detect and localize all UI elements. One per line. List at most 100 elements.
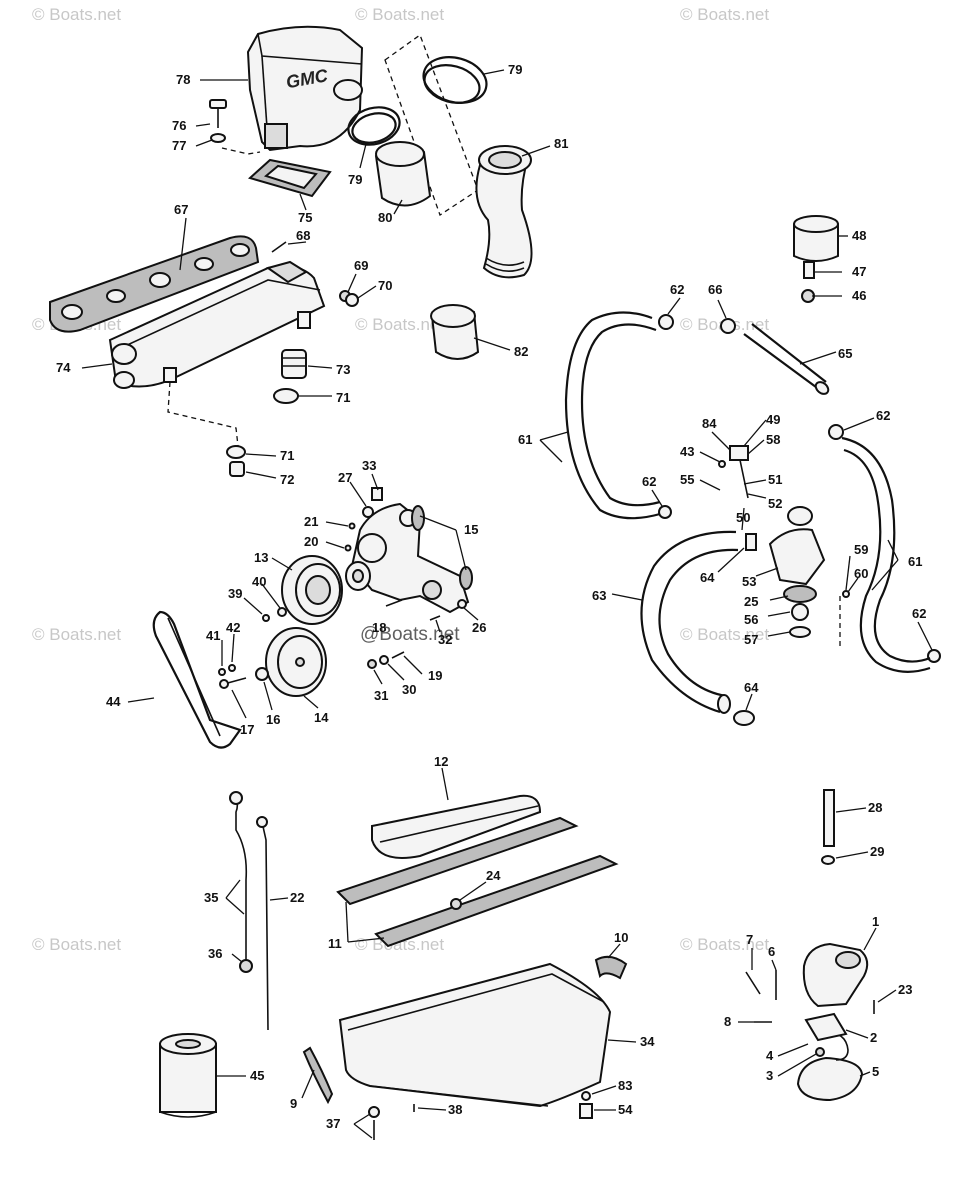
callout-35: 35 [204, 890, 218, 905]
callout-38: 38 [448, 1102, 462, 1117]
callout-9: 9 [290, 1096, 297, 1111]
callout-84: 84 [702, 416, 717, 431]
callout-70: 70 [378, 278, 392, 293]
stud-19 [391, 651, 405, 659]
stud-68 [271, 241, 287, 253]
bolt-21 [348, 522, 356, 530]
callout-52: 52 [768, 496, 782, 511]
callout-16: 16 [266, 712, 280, 727]
cap-71-lower [226, 445, 246, 459]
callout-62: 62 [876, 408, 890, 423]
callout-67: 67 [174, 202, 188, 217]
bracket-49 [729, 445, 749, 499]
callout-76: 76 [172, 118, 186, 133]
callout-73: 73 [336, 362, 350, 377]
callout-82: 82 [514, 344, 528, 359]
gasket-15 [411, 505, 473, 590]
callout-43: 43 [680, 444, 694, 459]
bolt-17 [219, 677, 247, 689]
callout-59: 59 [854, 542, 868, 557]
callout-5: 5 [872, 1064, 879, 1079]
washer-27 [362, 506, 374, 518]
fitting-73 [281, 349, 307, 379]
nut-43 [718, 460, 726, 468]
callout-31: 31 [374, 688, 388, 703]
clamp-62 [658, 505, 672, 519]
shaft-28 [823, 789, 835, 847]
washer-29 [821, 855, 835, 865]
watermark: © Boats.net [680, 935, 769, 954]
callout-81: 81 [554, 136, 568, 151]
washer-16 [255, 667, 269, 681]
callout-30: 30 [402, 682, 416, 697]
washer-77 [210, 133, 226, 143]
thermostat-56 [791, 603, 809, 621]
drain-plug-72 [229, 461, 245, 477]
callout-61: 61 [518, 432, 532, 447]
cap-71-upper [273, 388, 299, 404]
callout-54: 54 [618, 1102, 633, 1117]
watermark: © Boats.net [32, 935, 121, 954]
callouts: 78 76 77 75 79 79 80 81 82 67 68 74 69 7… [56, 62, 926, 1131]
oil-pan-baffle-12 [371, 794, 542, 859]
callout-10: 10 [614, 930, 628, 945]
sleeve-80 [374, 141, 432, 207]
callout-21: 21 [304, 514, 318, 529]
manifold-gasket-67 [49, 235, 260, 333]
callout-15: 15 [464, 522, 478, 537]
thermostat-housing [745, 506, 826, 586]
nut-3 [815, 1047, 825, 1057]
washer-40 [277, 607, 287, 617]
sleeve-82 [430, 304, 480, 360]
callout-77: 77 [172, 138, 186, 153]
callout-69: 69 [354, 258, 368, 273]
callout-11: 11 [328, 936, 342, 951]
callout-41: 41 [206, 628, 220, 643]
gasket-83 [581, 1091, 591, 1101]
watermark: © Boats.net [680, 625, 769, 644]
callout-63: 63 [592, 588, 606, 603]
callout-56: 56 [744, 612, 758, 627]
callout-1: 1 [872, 914, 879, 929]
bolt-18 [385, 599, 403, 607]
watermark: © Boats.net [355, 5, 444, 24]
callout-64: 64 [744, 680, 759, 695]
callout-71: 71 [336, 390, 350, 405]
exhaust-elbow: GMC [246, 25, 364, 152]
clamp-62 [927, 649, 941, 663]
callout-51: 51 [768, 472, 782, 487]
bolt-41 [218, 668, 226, 676]
pulley-14 [265, 627, 327, 697]
drain-plug-54 [579, 1103, 593, 1119]
dipstick-tube-35 [229, 791, 248, 960]
callout-53: 53 [742, 574, 756, 589]
callout-39: 39 [228, 586, 242, 601]
clamp-66 [720, 318, 736, 334]
callout-79: 79 [508, 62, 522, 77]
callout-26: 26 [472, 620, 486, 635]
callout-72: 72 [280, 472, 294, 487]
oil-pan-gasket-11 [336, 816, 619, 948]
watermark: © Boats.net [355, 315, 444, 334]
filter-cap-48 [793, 215, 839, 262]
callout-17: 17 [240, 722, 254, 737]
bolt-76 [209, 99, 227, 128]
hose-63 [640, 530, 739, 714]
callout-62: 62 [642, 474, 656, 489]
seal-9 [302, 1046, 334, 1105]
washer-30 [379, 655, 389, 665]
watermark-center: @Boats.net [360, 624, 460, 645]
oil-filter-45 [159, 1033, 217, 1118]
callout-3: 3 [766, 1068, 773, 1083]
gasket-plate-4 [804, 1012, 848, 1042]
clamp-79-upper [422, 56, 488, 104]
callout-4: 4 [766, 1048, 774, 1063]
callout-24: 24 [486, 868, 501, 883]
callout-46: 46 [852, 288, 866, 303]
fan-hub [345, 561, 371, 591]
callout-58: 58 [766, 432, 780, 447]
callout-65: 65 [838, 346, 852, 361]
callout-36: 36 [208, 946, 222, 961]
nut-31 [367, 659, 377, 669]
